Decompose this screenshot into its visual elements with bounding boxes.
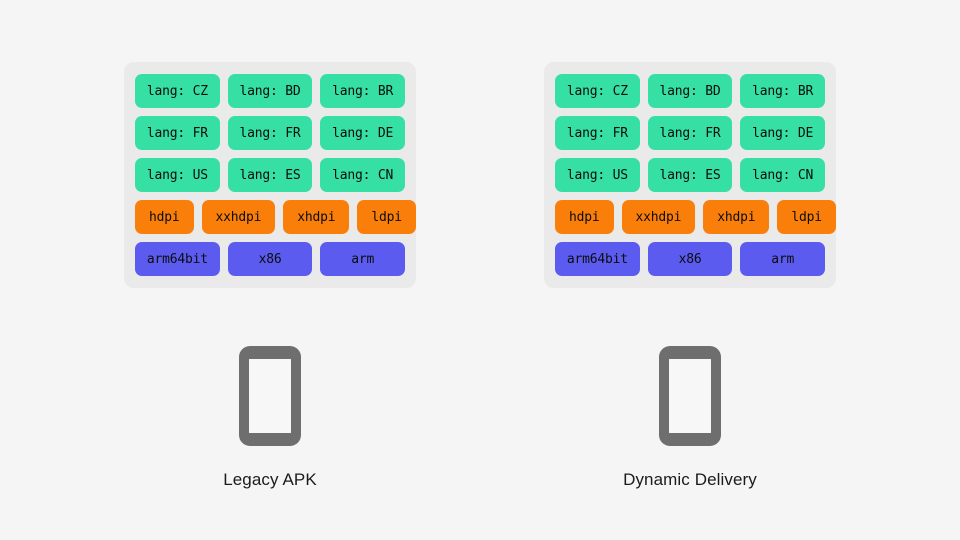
phone-icon — [239, 346, 301, 446]
phone-icon — [658, 346, 721, 446]
chip-row-language-2: lang: FR lang: FR lang: DE — [555, 116, 826, 150]
chip-abi: arm64bit — [135, 242, 220, 276]
chip-density: xxhdpi — [621, 200, 696, 234]
chip-abi: x86 — [647, 242, 733, 276]
chip-density: xhdpi — [703, 200, 770, 234]
chip-row-language-3: lang: US lang: ES lang: CN — [555, 158, 826, 192]
chip-language: lang: CZ — [555, 74, 640, 108]
chip-language: lang: BD — [647, 74, 733, 108]
chip-language: lang: CN — [320, 158, 406, 192]
chip-density: xxhdpi — [201, 200, 276, 234]
chip-density: hdpi — [555, 200, 614, 234]
chip-density: ldpi — [357, 200, 416, 234]
chip-language: lang: US — [135, 158, 220, 192]
chip-row-language-2: lang: FR lang: FR lang: DE — [135, 116, 406, 150]
phone-screen — [668, 359, 711, 433]
chip-abi: arm64bit — [555, 242, 640, 276]
chip-row-language-3: lang: US lang: ES lang: CN — [135, 158, 406, 192]
device-label: Dynamic Delivery — [623, 470, 757, 489]
chip-language: lang: US — [555, 158, 640, 192]
device-label: Legacy APK — [223, 470, 317, 489]
chip-density: ldpi — [777, 200, 836, 234]
chip-language: lang: CZ — [135, 74, 220, 108]
chip-language: lang: ES — [227, 158, 313, 192]
chip-language: lang: CN — [740, 158, 826, 192]
chip-row-language-1: lang: CZ lang: BD lang: BR — [135, 74, 406, 108]
chip-language: lang: BR — [320, 74, 406, 108]
chip-language: lang: DE — [320, 116, 406, 150]
bundle-panel-dynamic-delivery: lang: CZ lang: BD lang: BR lang: FR lang… — [544, 62, 836, 288]
chip-row-abi: arm64bit x86 arm — [555, 242, 826, 276]
bundle-panel-legacy-apk: lang: CZ lang: BD lang: BR lang: FR lang… — [124, 62, 416, 288]
chip-language: lang: DE — [740, 116, 826, 150]
chip-language: lang: FR — [135, 116, 220, 150]
chip-abi: arm — [320, 242, 406, 276]
chip-language: lang: BR — [740, 74, 826, 108]
phone-screen — [249, 359, 291, 433]
column-legacy-apk: lang: CZ lang: BD lang: BR lang: FR lang… — [124, 62, 416, 490]
chip-abi: x86 — [227, 242, 313, 276]
chip-row-density: hdpi xxhdpi xhdpi ldpi — [555, 200, 836, 234]
column-dynamic-delivery: lang: CZ lang: BD lang: BR lang: FR lang… — [544, 62, 836, 490]
chip-language: lang: FR — [555, 116, 640, 150]
device-block-dynamic-delivery: Dynamic Delivery — [623, 346, 757, 490]
chip-row-density: hdpi xxhdpi xhdpi ldpi — [135, 200, 416, 234]
chip-language: lang: ES — [647, 158, 733, 192]
chip-abi: arm — [740, 242, 826, 276]
chip-language: lang: BD — [227, 74, 313, 108]
chip-density: hdpi — [135, 200, 194, 234]
device-block-legacy-apk: Legacy APK — [223, 346, 317, 490]
chip-row-language-1: lang: CZ lang: BD lang: BR — [555, 74, 826, 108]
chip-density: xhdpi — [283, 200, 350, 234]
chip-language: lang: FR — [227, 116, 313, 150]
chip-language: lang: FR — [647, 116, 733, 150]
chip-row-abi: arm64bit x86 arm — [135, 242, 406, 276]
